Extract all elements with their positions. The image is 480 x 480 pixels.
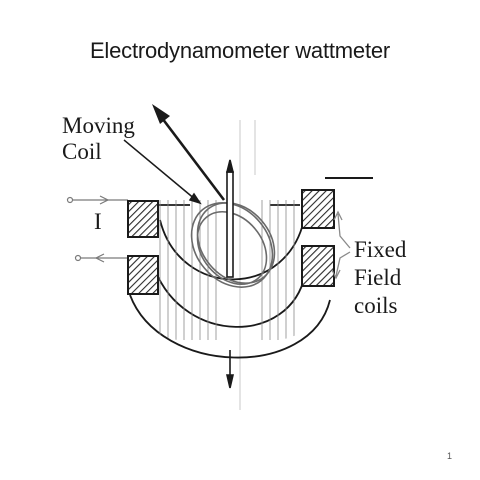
body-texture (159, 200, 295, 340)
current-label: I (94, 209, 102, 234)
page-number: 1 (447, 451, 453, 461)
fixed-coil-sections (127, 189, 335, 295)
moving-coil-label-line2: Coil (62, 139, 102, 164)
fixed-coils-label-line2: Field (354, 265, 402, 290)
fixed-coil-right-upper (301, 189, 335, 229)
slide-title: Electrodynamometer wattmeter (89, 38, 391, 63)
fixed-coil-left-upper (127, 200, 159, 238)
moving-coil-leader (123, 139, 202, 205)
background-lines (239, 120, 256, 410)
fixed-coil-body (129, 204, 331, 359)
fixed-coils-label-line1: Fixed (354, 237, 407, 262)
current-leads (66, 195, 128, 263)
fixed-coil-right-lower (301, 245, 335, 287)
fixed-coil-left-lower (127, 255, 159, 295)
spindle (225, 159, 235, 389)
fixed-coils-leader (331, 210, 351, 280)
moving-coil (190, 202, 276, 288)
pointer-arrow (152, 104, 226, 201)
moving-coil-label-line1: Moving (62, 113, 135, 138)
fixed-coils-label-line3: coils (354, 293, 398, 318)
